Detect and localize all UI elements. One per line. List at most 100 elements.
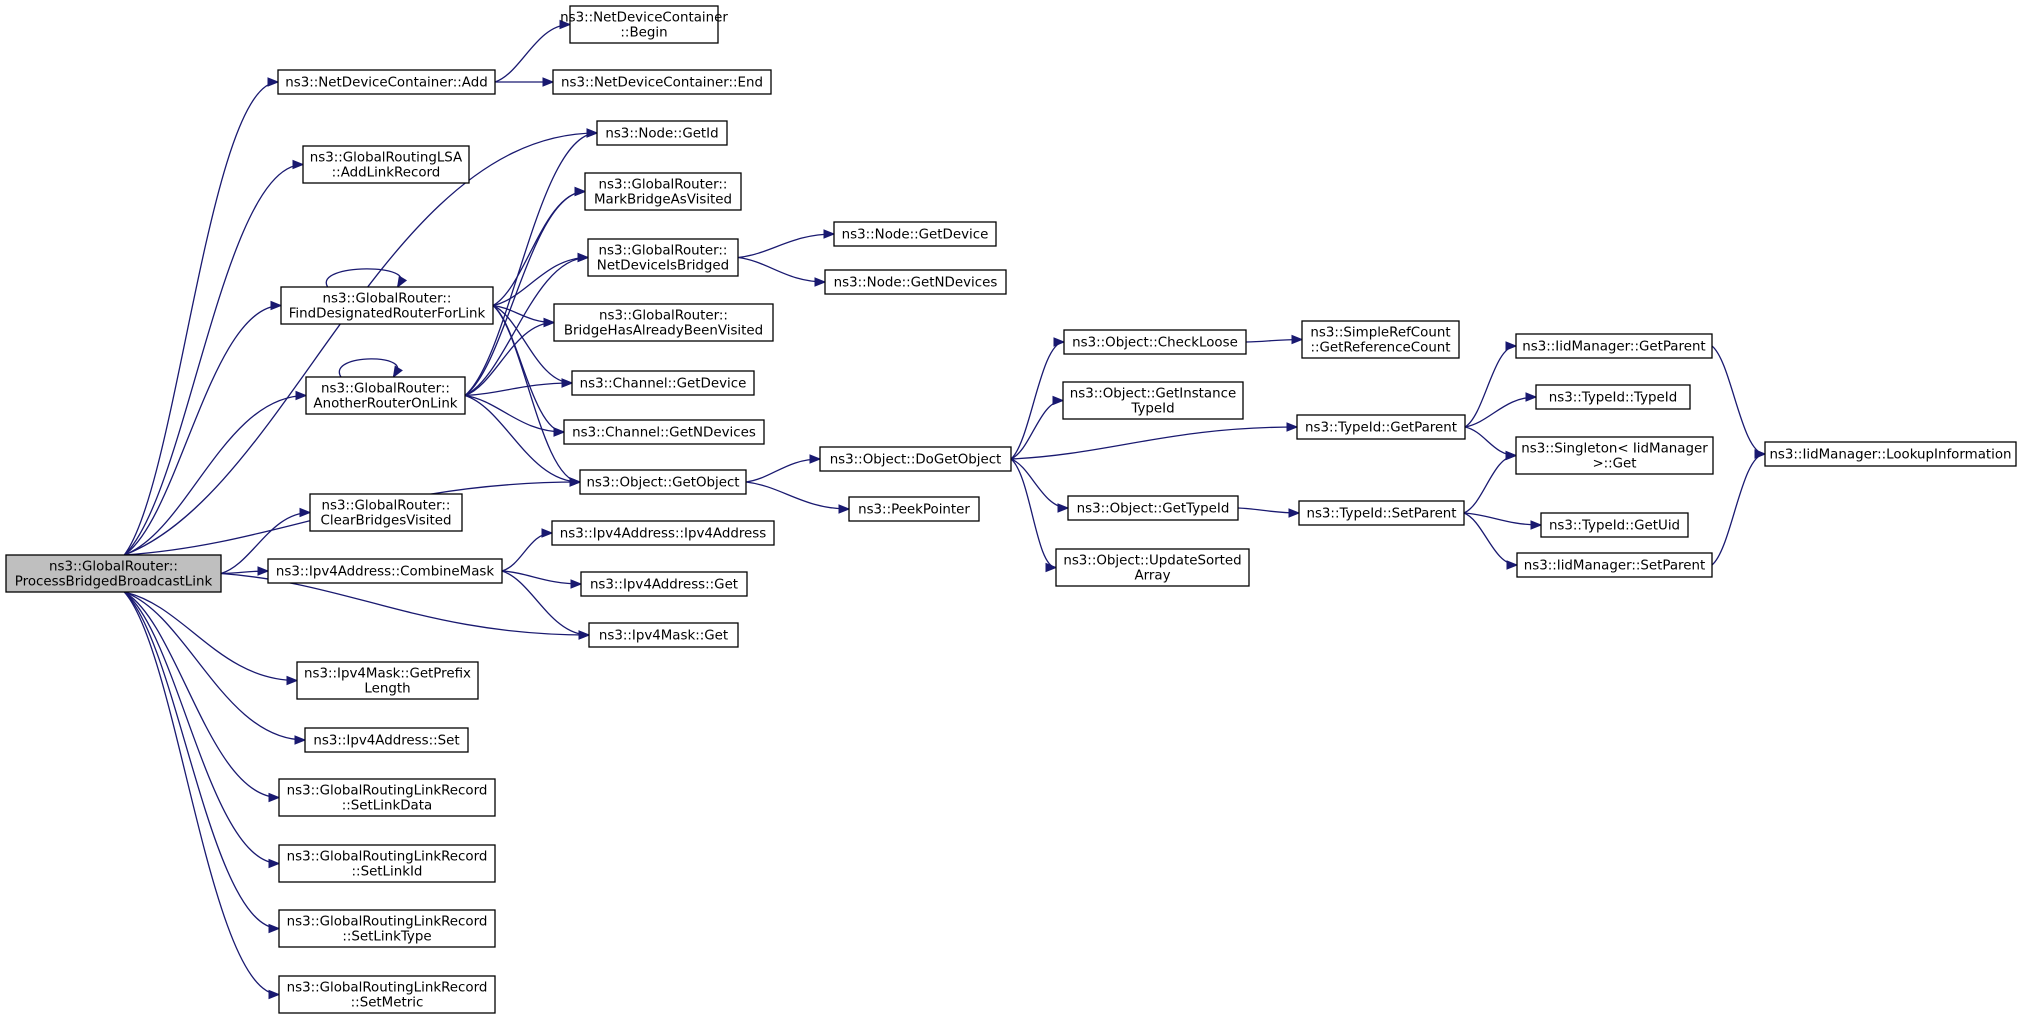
node-tid-setparent[interactable]: ns3::TypeId::SetParent [1298, 500, 1465, 526]
node-lsa-add[interactable]: ns3::GlobalRoutingLSA::AddLinkRecord [302, 145, 470, 184]
node-box [1540, 512, 1689, 538]
node-label: ::AddLinkRecord [332, 166, 441, 181]
node-label: ns3::IidManager::GetParent [1522, 340, 1705, 355]
edge-arrowhead [541, 528, 554, 538]
edge-gr-ndib-to-node-getndev [737, 256, 827, 287]
node-ch-getndev[interactable]: ns3::Channel::GetNDevices [563, 419, 765, 445]
edge-arrowhead [569, 477, 582, 487]
edge-arrowhead [1505, 450, 1518, 461]
edge-line [1463, 512, 1542, 526]
node-iid-lookup[interactable]: ns3::IidManager::LookupInformation [1764, 441, 2017, 467]
node-singleton-get[interactable]: ns3::Singleton< IidManager>::Get [1515, 436, 1714, 475]
node-gr-clear[interactable]: ns3::GlobalRouter::ClearBridgesVisited [309, 493, 463, 532]
node-ipv4addr-combine[interactable]: ns3::Ipv4Address::CombineMask [267, 558, 503, 584]
node-obj-dogetobject[interactable]: ns3::Object::DoGetObject [819, 446, 1012, 472]
edge-line [1463, 512, 1518, 566]
edge-gr-ndib-to-node-getdevice [737, 229, 836, 259]
node-ipv4addr-set[interactable]: ns3::Ipv4Address::Set [304, 727, 469, 753]
node-ipv4mask-get[interactable]: ns3::Ipv4Mask::Get [588, 622, 739, 648]
node-label: ns3::NetDeviceContainer::End [561, 76, 763, 91]
node-label: ProcessBridgedBroadcastLink [15, 575, 213, 590]
node-label: ns3::Singleton< IidManager [1521, 442, 1708, 457]
edge-arrowhead [577, 252, 590, 263]
node-box [1764, 441, 2017, 467]
node-iid-setparent[interactable]: ns3::IidManager::SetParent [1516, 552, 1713, 578]
node-gr-ndib[interactable]: ns3::GlobalRouter::NetDeviceIsBridged [587, 238, 739, 277]
edge-line [464, 382, 573, 397]
node-peekpointer[interactable]: ns3::PeekPointer [848, 496, 980, 522]
node-box [596, 120, 728, 146]
node-iid-getparent[interactable]: ns3::IidManager::GetParent [1515, 333, 1713, 359]
node-gr-fdr[interactable]: ns3::GlobalRouter::FindDesignatedRouterF… [280, 286, 494, 325]
node-label: ns3::IidManager::LookupInformation [1769, 448, 2011, 463]
node-ipv4addr-ctor[interactable]: ns3::Ipv4Address::Ipv4Address [551, 520, 775, 546]
edge-gr-arol-to-node-getid [464, 128, 599, 396]
node-label: ns3::TypeId::GetParent [1305, 421, 1457, 436]
edge-line [1463, 454, 1517, 514]
edge-line [1711, 345, 1766, 455]
node-tid-getuid[interactable]: ns3::TypeId::GetUid [1540, 512, 1689, 538]
node-glr-setmetric[interactable]: ns3::GlobalRoutingLinkRecord::SetMetric [278, 975, 496, 1014]
edge-arrowhead [1506, 560, 1519, 570]
node-obj-checkloose[interactable]: ns3::Object::CheckLoose [1063, 329, 1247, 355]
node-tid-getparent[interactable]: ns3::TypeId::GetParent [1296, 414, 1466, 440]
node-node-getdevice[interactable]: ns3::Node::GetDevice [833, 221, 997, 247]
node-glr-setlinkid[interactable]: ns3::GlobalRoutingLinkRecord::SetLinkId [278, 844, 496, 883]
edge-obj-getobject-to-peekpointer [745, 481, 851, 514]
node-label: ns3::Node::GetDevice [842, 228, 989, 243]
node-ndc-begin[interactable]: ns3::NetDeviceContainer::Begin [560, 5, 728, 44]
node-ndc-add[interactable]: ns3::NetDeviceContainer::Add [277, 69, 496, 95]
node-gr-bhabv[interactable]: ns3::GlobalRouter::BridgeHasAlreadyBeenV… [553, 303, 774, 342]
node-box [551, 520, 775, 546]
node-label: ns3::GlobalRoutingLinkRecord [287, 915, 488, 930]
node-box [819, 446, 1012, 472]
edge-obj-dogetobject-to-obj-update [1010, 458, 1058, 573]
node-box [302, 145, 470, 184]
edge-arrowhead [396, 275, 408, 289]
node-label: ns3::Channel::GetNDevices [572, 426, 756, 441]
node-box [304, 727, 469, 753]
edge-line [1464, 426, 1517, 457]
node-src-getref[interactable]: ns3::SimpleRefCount::GetReferenceCount [1301, 320, 1460, 359]
node-tid-typeid[interactable]: ns3::TypeId::TypeId [1535, 384, 1691, 410]
node-label: ns3::Object::DoGetObject [830, 453, 1002, 468]
node-ipv4addr-get[interactable]: ns3::Ipv4Address::Get [580, 571, 748, 597]
node-label: AnotherRouterOnLink [313, 397, 457, 412]
edge-gr-arol-to-gr-bhabv [464, 317, 556, 397]
node-label: ::SetMetric [351, 996, 424, 1011]
node-obj-getobject[interactable]: ns3::Object::GetObject [579, 469, 747, 495]
node-glr-setlinkdata[interactable]: ns3::GlobalRoutingLinkRecord::SetLinkDat… [278, 778, 496, 817]
node-box [1055, 548, 1250, 587]
node-ndc-end[interactable]: ns3::NetDeviceContainer::End [552, 69, 772, 95]
edge-root-to-glr-setlinkid [123, 591, 281, 869]
node-label: ns3::GlobalRoutingLinkRecord [287, 850, 488, 865]
edge-root-to-gr-fdr [123, 300, 283, 556]
node-label: Array [1134, 569, 1170, 584]
node-label: ns3::Object::GetInstance [1070, 387, 1236, 402]
edge-line [464, 394, 581, 483]
node-root[interactable]: ns3::GlobalRouter::ProcessBridgedBroadca… [5, 554, 222, 593]
node-glr-setlinktype[interactable]: ns3::GlobalRoutingLinkRecord::SetLinkTyp… [278, 909, 496, 948]
edge-gr-arol-to-gr-arol [338, 358, 403, 379]
node-box [278, 909, 496, 948]
node-box [305, 376, 466, 415]
edge-root-to-ipv4addr-set [124, 591, 307, 745]
edge-line [1711, 453, 1766, 566]
edge-line [1010, 426, 1298, 460]
edge-arrowhead [1052, 395, 1065, 406]
node-node-getid[interactable]: ns3::Node::GetId [596, 120, 728, 146]
node-gr-mark[interactable]: ns3::GlobalRouter::MarkBridgeAsVisited [584, 172, 742, 211]
edge-line [124, 394, 307, 556]
edge-gr-arol-to-ch-getdevice [464, 378, 574, 397]
node-gr-arol[interactable]: ns3::GlobalRouter::AnotherRouterOnLink [305, 376, 466, 415]
node-box [278, 975, 496, 1014]
node-node-getndev[interactable]: ns3::Node::GetNDevices [824, 269, 1007, 295]
node-ch-getdevice[interactable]: ns3::Channel::GetDevice [571, 370, 755, 396]
edge-line [492, 304, 565, 433]
node-obj-gettypeid[interactable]: ns3::Object::GetTypeId [1067, 495, 1239, 521]
node-label: ::GetReferenceCount [1310, 341, 1450, 356]
edge-root-to-glr-setmetric [123, 591, 281, 1000]
